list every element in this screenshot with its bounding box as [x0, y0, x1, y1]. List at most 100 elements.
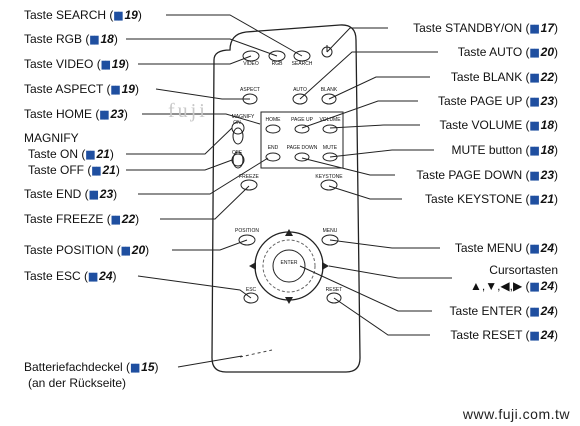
remote-button-label-mute: MUTE	[323, 145, 338, 151]
label-text: Taste OFF (	[28, 163, 92, 177]
remote-button-pagedown	[294, 152, 310, 162]
manual-book-icon: ▮▮	[89, 34, 99, 46]
page-ref: 22	[540, 70, 554, 84]
manual-book-icon: ▮▮	[113, 10, 123, 22]
remote-button-freeze	[240, 179, 258, 191]
label-enter: Taste ENTER (▮▮24)	[450, 304, 558, 319]
leader-line-standby	[326, 27, 388, 53]
label-text: Taste SEARCH (	[24, 8, 114, 22]
label-text: Taste FREEZE (	[24, 212, 111, 226]
label-close: )	[554, 168, 558, 182]
remote-button-rgb	[268, 50, 286, 62]
label-close: )	[125, 57, 130, 71]
remote-button-label-position: POSITION	[235, 228, 259, 234]
remote-button-keystone	[320, 179, 338, 191]
remote-button-position	[238, 234, 256, 246]
leader-line-battery	[177, 355, 243, 368]
label-text: Taste ESC (	[24, 269, 89, 283]
label-close: )	[554, 143, 558, 157]
leader-line-enter	[299, 265, 432, 312]
label-close: )	[113, 32, 118, 46]
manual-book-icon: ▮▮	[100, 59, 111, 71]
label-text: MAGNIFY	[24, 131, 79, 145]
label-magnify: MAGNIFY	[24, 131, 79, 145]
remote-button-label-end: END	[268, 145, 279, 151]
remote-button-blank	[321, 93, 337, 105]
manual-book-icon: ▮▮	[85, 149, 95, 161]
manual-book-icon: ▮▮	[99, 109, 109, 121]
label-text: Taste PAGE DOWN (	[416, 168, 530, 182]
label-standby: Taste STANDBY/ON (▮▮17)	[413, 21, 558, 36]
remote-button-label-auto: AUTO	[293, 87, 307, 93]
page-ref: 23	[540, 168, 554, 182]
label-close: )	[554, 118, 558, 132]
manual-book-icon: ▮▮	[110, 84, 120, 96]
remote-button-pageup	[294, 124, 310, 134]
manual-book-icon: ▮▮	[529, 47, 540, 59]
label-close: )	[554, 45, 558, 59]
label-text: Taste AUTO (	[457, 45, 530, 59]
leader-line-pagedown	[301, 157, 395, 176]
remote-button-reset	[326, 292, 342, 304]
manual-book-icon: ▮▮	[88, 271, 98, 283]
label-text: Taste BLANK (	[450, 70, 530, 84]
label-close: )	[113, 187, 118, 201]
manual-book-icon: ▮▮	[529, 194, 540, 206]
label-on: Taste ON (▮▮21)	[28, 147, 114, 162]
label-text: Taste POSITION (	[24, 243, 121, 257]
label-battery: Batteriefachdeckel (▮▮15)	[24, 360, 159, 375]
leader-line-position	[172, 239, 248, 251]
remote-button-search	[293, 50, 311, 62]
page-ref: 24	[540, 328, 554, 342]
label-end: Taste END (▮▮23)	[24, 187, 117, 202]
label-close: )	[554, 21, 558, 35]
leader-line-end	[138, 157, 269, 195]
leader-line-cursor	[328, 265, 452, 279]
manual-book-icon: ▮▮	[88, 189, 99, 201]
remote-button-label-home: HOME	[266, 117, 282, 123]
label-aspect: Taste ASPECT (▮▮19)	[24, 82, 139, 97]
label-text: ▲,▼,◀,▶ (	[469, 279, 530, 293]
label-search: Taste SEARCH (▮▮19)	[24, 8, 142, 23]
label-text: Taste RGB (	[24, 32, 90, 46]
label-home: Taste HOME (▮▮23)	[24, 107, 128, 122]
page-ref: 18	[540, 118, 554, 132]
page-ref: 24	[99, 269, 113, 283]
label-text: Taste ON (	[28, 147, 86, 161]
remote-button-label-magnify: MAGNIFY	[232, 114, 255, 120]
label-close: )	[137, 8, 142, 22]
leader-line-auto	[299, 51, 438, 100]
leader-line-mute	[329, 149, 434, 158]
label-text: Taste END (	[24, 187, 89, 201]
label-text: Taste HOME (	[24, 107, 100, 121]
page-ref: 18	[540, 143, 554, 157]
label-text: Taste STANDBY/ON (	[413, 21, 530, 35]
remote-button-label-video: VIDEO	[243, 61, 259, 67]
label-close: )	[554, 304, 558, 318]
battery-cover-mark	[239, 349, 273, 358]
power-icon	[321, 45, 333, 58]
label-text: Taste ASPECT (	[24, 82, 111, 96]
remote-button-home	[265, 124, 281, 134]
label-text: Cursortasten	[489, 263, 558, 277]
watermark: fuji	[168, 100, 208, 122]
leader-line-aspect	[155, 88, 250, 100]
leader-line-on	[126, 127, 233, 155]
manual-book-icon: ▮▮	[529, 120, 540, 132]
manual-book-icon: ▮▮	[529, 72, 540, 84]
page-ref: 21	[540, 192, 554, 206]
manual-book-icon: ▮▮	[529, 243, 540, 255]
label-video: Taste VIDEO (▮▮19)	[24, 57, 129, 72]
label-cursor2: ▲,▼,◀,▶ (▮▮24)	[470, 279, 558, 294]
label-close: )	[554, 241, 558, 255]
remote-button-label-reset: RESET	[326, 287, 343, 293]
arrow-down-icon	[285, 297, 293, 304]
page-ref: 24	[540, 304, 554, 318]
label-pagedown: Taste PAGE DOWN (▮▮23)	[416, 168, 558, 183]
arrow-right-icon	[322, 262, 329, 270]
remote-button-label-keystone: KEYSTONE	[315, 174, 343, 180]
page-ref: 23	[110, 107, 124, 121]
label-close: )	[135, 212, 140, 226]
page-ref: 19	[124, 8, 138, 22]
